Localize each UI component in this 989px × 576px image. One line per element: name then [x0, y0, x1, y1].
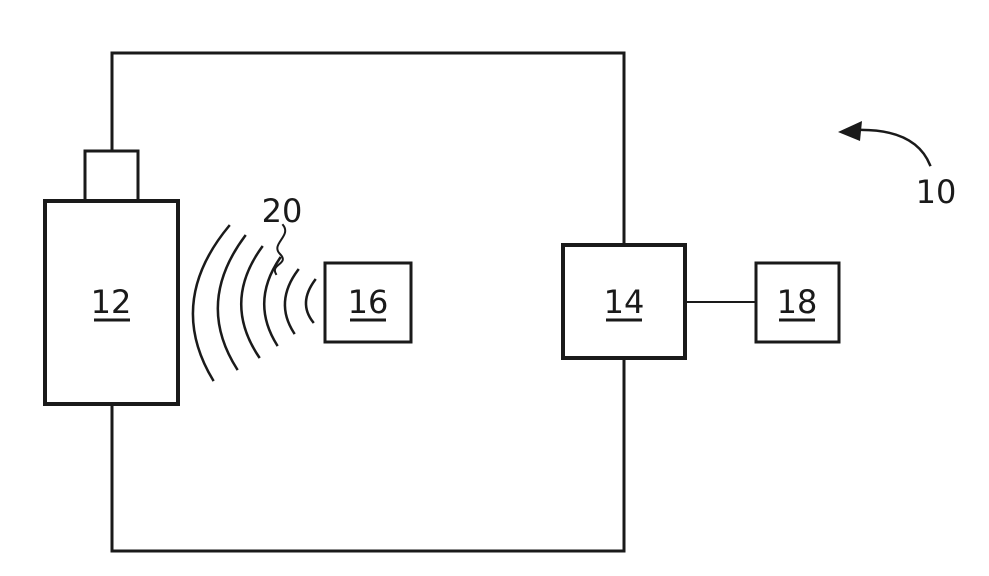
system-arrow-head-icon: [838, 121, 862, 141]
label-18: 18: [777, 283, 818, 321]
wave-1: [193, 226, 229, 380]
label-12: 12: [91, 283, 132, 321]
component-18: 18: [756, 263, 839, 342]
wave-4: [264, 258, 280, 345]
component-14: 14: [563, 245, 685, 358]
wave-3: [241, 247, 262, 357]
component-16: 16: [325, 263, 411, 342]
wave-5: [285, 270, 298, 333]
label-14: 14: [604, 283, 645, 321]
camera-mount: [85, 151, 138, 201]
label-16: 16: [348, 283, 389, 321]
leader-20: [275, 225, 285, 274]
component-12: 12: [45, 151, 178, 404]
label-10: 10: [916, 173, 957, 211]
emission-waves: 20: [193, 192, 315, 380]
system-arrow-curve: [855, 130, 930, 165]
wave-6: [306, 280, 315, 322]
system-reference: 10: [838, 121, 956, 211]
label-20: 20: [262, 192, 303, 230]
